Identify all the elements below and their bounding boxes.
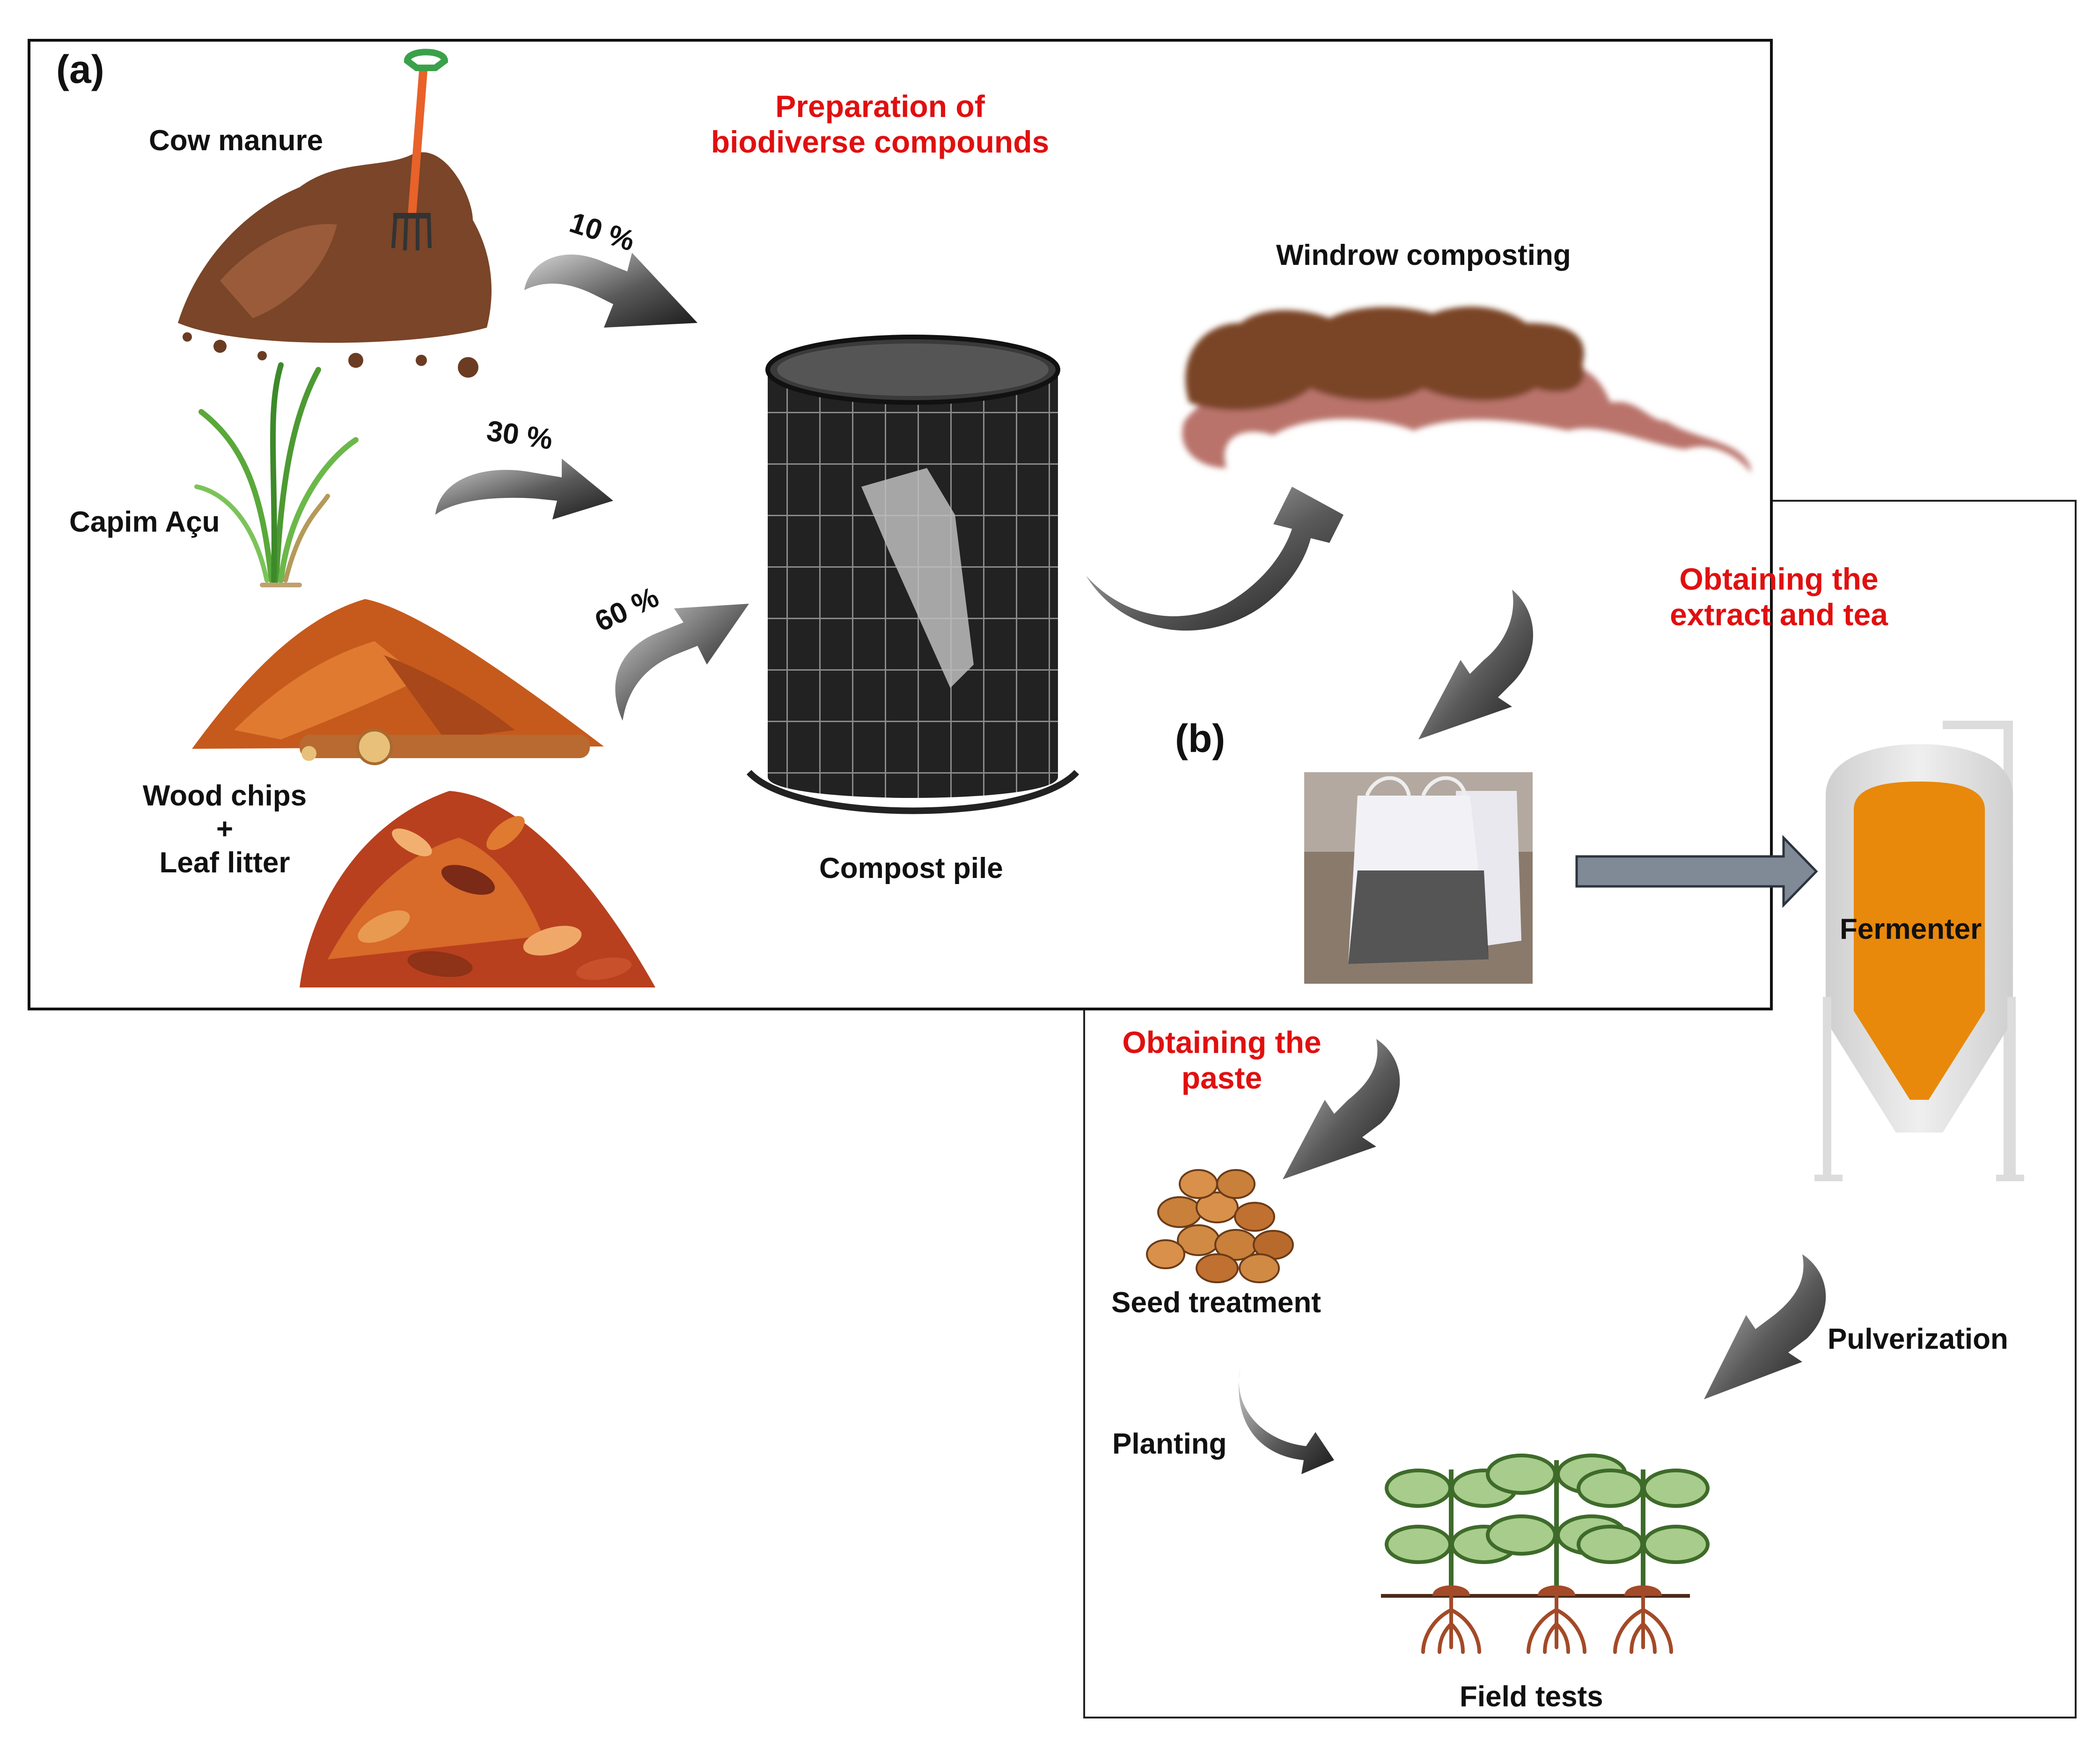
label-pulverization: Pulverization (1828, 1323, 2008, 1355)
capim-grass-icon (194, 362, 359, 587)
arrow-manure-to-pile (524, 253, 698, 328)
plants-icon (1381, 1454, 1710, 1654)
label-leaf-litter: Leaf litter (159, 846, 290, 879)
arrow-planting (1239, 1367, 1334, 1474)
panel-b-label: (b) (1175, 716, 1226, 760)
label-cow-manure: Cow manure (149, 124, 323, 157)
heading-paste-line1: Obtaining the (1122, 1025, 1322, 1060)
label-field-tests: Field tests (1460, 1681, 1603, 1713)
heading-extract: Obtaining the extract and tea (1620, 562, 1938, 633)
arrow-chips-to-pile (615, 604, 749, 721)
arrow-to-seeds (1283, 1039, 1400, 1179)
heading-paste-line2: paste (1181, 1060, 1263, 1095)
label-fermenter: Fermenter (1840, 913, 1982, 945)
compost-bags-photo (1304, 772, 1533, 984)
label-plus: + (216, 813, 234, 846)
leaf-litter-icon (300, 791, 655, 987)
heading-preparation-line1: Preparation of (775, 89, 985, 124)
seeds-icon (1146, 1169, 1294, 1283)
panel-a-label: (a) (56, 47, 104, 91)
label-wood-chips: Wood chips (142, 780, 307, 812)
label-capim: Capim Açu (69, 506, 220, 538)
heading-preparation-line2: biodiverse compounds (711, 124, 1050, 159)
label-seed-treatment: Seed treatment (1111, 1287, 1321, 1319)
label-windrow: Windrow composting (1276, 239, 1571, 271)
heading-paste: Obtaining the paste (1081, 1025, 1362, 1096)
label-planting: Planting (1112, 1428, 1227, 1460)
wood-chips-icon (192, 599, 604, 765)
windrow-icon (1182, 307, 1751, 473)
label-compost-pile: Compost pile (819, 852, 1003, 885)
heading-preparation: Preparation of biodiverse compounds (674, 89, 1086, 160)
cow-manure-icon (178, 49, 492, 378)
arrow-windrow-to-bags (1418, 590, 1533, 739)
arrow-bags-to-fermenter (1575, 834, 1818, 908)
heading-extract-line1: Obtaining the (1679, 562, 1879, 596)
fermenter-icon (1814, 721, 2024, 1181)
heading-extract-line2: extract and tea (1670, 597, 1888, 632)
label-wood-leaf: Wood chips + Leaf litter (112, 779, 337, 879)
compost-pile-icon (746, 335, 1079, 814)
arrow-pulverization (1704, 1254, 1826, 1399)
arrow-pile-to-windrow (1086, 487, 1344, 631)
arrow-capim-to-pile (435, 459, 613, 519)
